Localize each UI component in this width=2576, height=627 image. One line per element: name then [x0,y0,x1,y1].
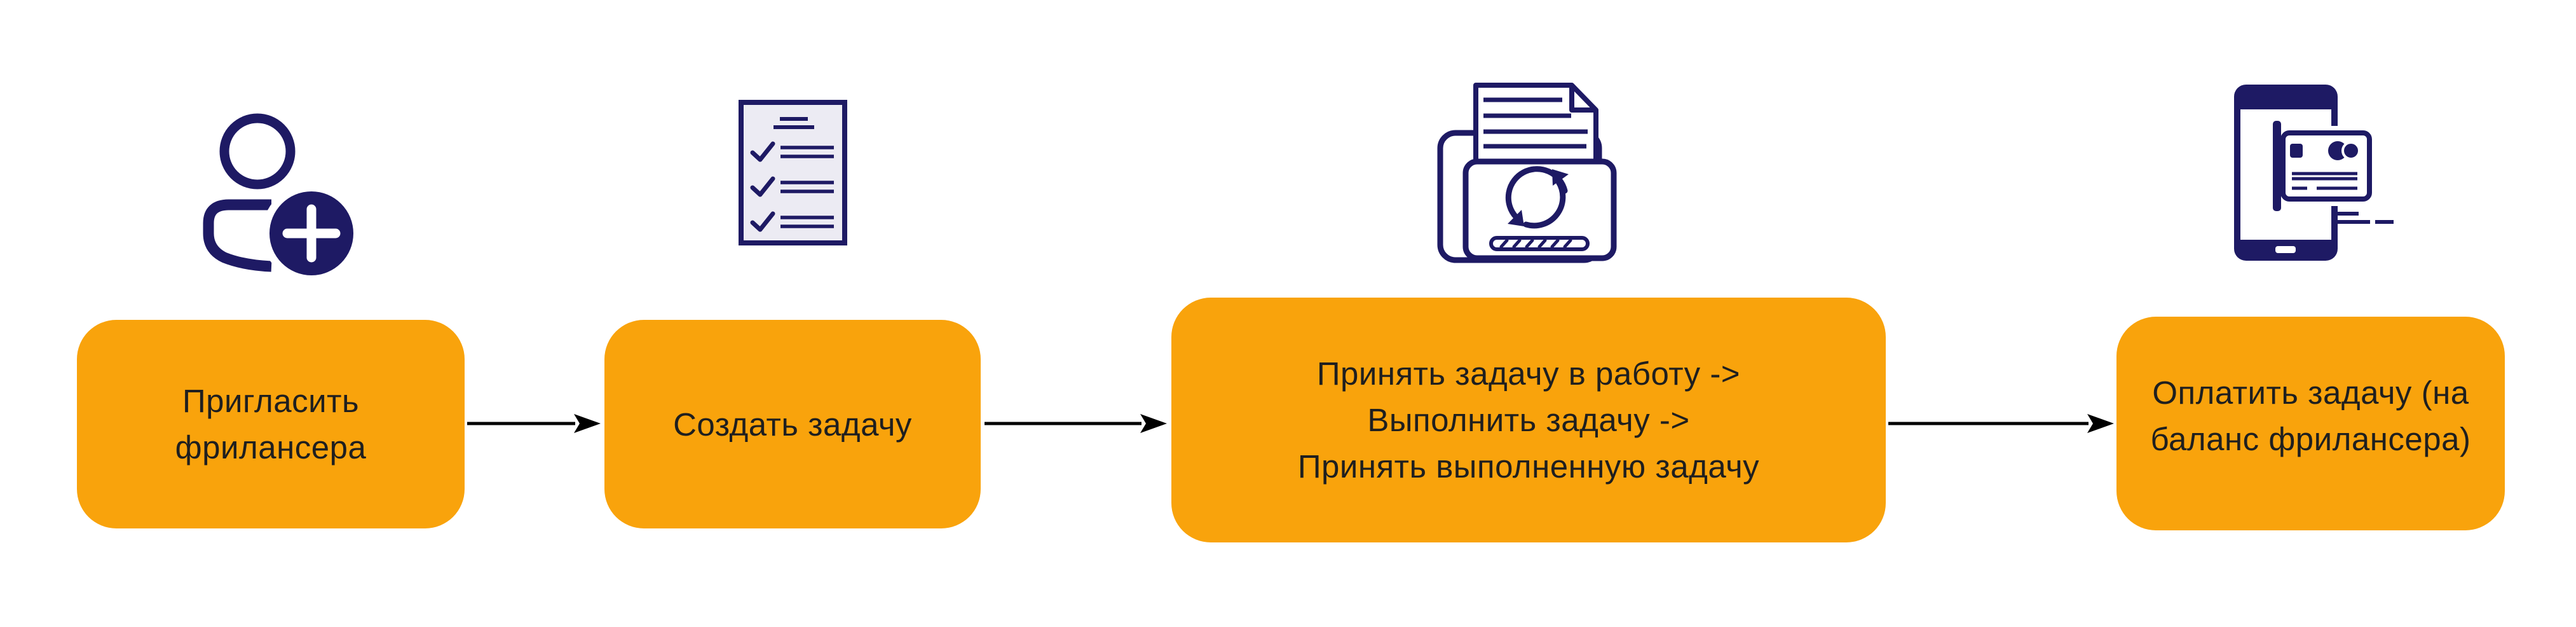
step-label-line: Выполнить задачу -> [1367,402,1690,438]
document-sync-icon [1437,83,1617,263]
mobile-payment-icon [2234,85,2394,261]
flow-arrow-2 [985,414,1167,433]
step-box-invite-freelancer: Пригласить фрилансера [77,320,465,528]
step-box-task-workflow: Принять задачу в работу -> Выполнить зад… [1171,298,1886,542]
step-box-pay-task: Оплатить задачу (на баланс фрилансера) [2116,317,2505,530]
step-box-create-task: Создать задачу [604,320,981,528]
step-label-line: Принять задачу в работу -> [1316,355,1741,392]
step-label-line: фрилансера [175,429,367,465]
step-label-line: Оплатить задачу (на [2152,375,2469,411]
task-checklist-icon [739,100,847,245]
flow-arrow-3 [1888,414,2114,433]
step-label-line: Пригласить [182,383,360,419]
step-label-line: Создать задачу [673,406,912,443]
add-user-icon [203,113,361,283]
flow-arrow-1 [467,414,601,433]
step-label-line: Принять выполненную задачу [1297,448,1760,485]
step-label-line: баланс фрилансера) [2150,421,2471,457]
